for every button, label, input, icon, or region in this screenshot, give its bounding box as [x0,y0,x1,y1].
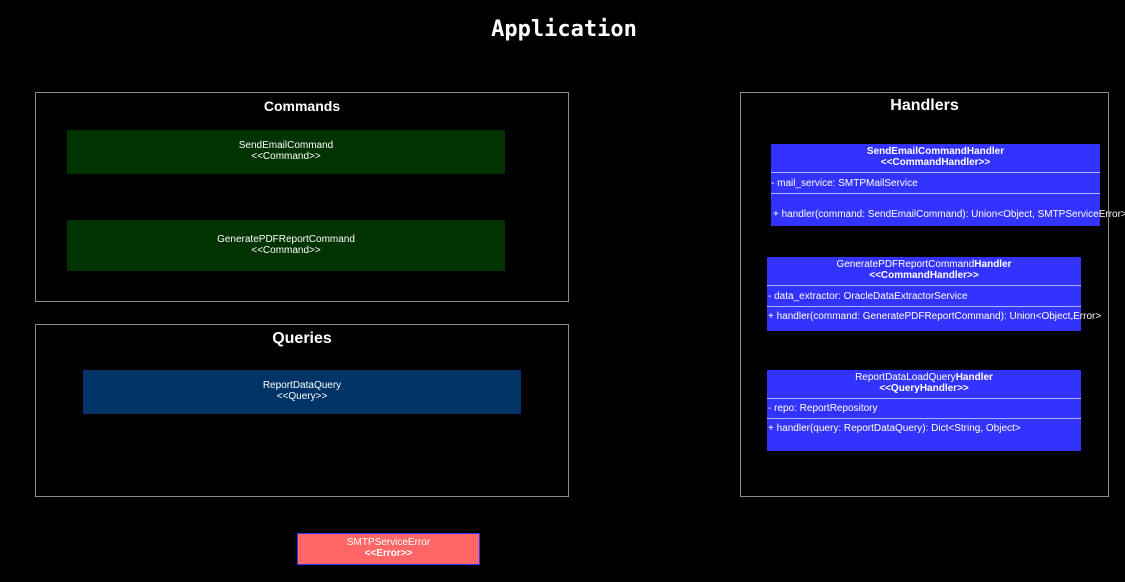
class-divider [767,285,1081,286]
report-data-query-stereotype: <<Query>> [276,391,328,402]
report-data-load-query-handler-method: + handler(query: ReportDataQuery): Dict<… [768,423,1021,434]
generate-pdf-report-command-handler-attribute: - data_extractor: OracleDataExtractorSer… [768,291,968,302]
queries-package-label: Queries [272,330,332,347]
commands-package: Commands [35,92,569,302]
send-email-command-name: SendEmailCommand [238,140,334,151]
send-email-command-stereotype: <<Command>> [251,151,321,162]
smtp-service-error-name: SMTPServiceError [346,537,431,548]
generate-pdf-report-command-handler-class: GeneratePDFReportCommandHandler <<Comman… [767,257,1102,331]
class-divider [767,306,1081,307]
report-data-load-query-handler-attribute: - repo: ReportRepository [768,403,878,414]
commands-package-label: Commands [263,98,341,114]
class-divider [767,398,1081,399]
smtp-service-error-stereotype: <<Error>> [364,548,413,559]
queries-package: Queries [35,324,569,497]
generate-pdf-report-command-stereotype: <<Command>> [251,245,321,256]
class-divider [771,172,1100,173]
report-data-load-query-handler-class: ReportDataLoadQueryHandler <<QueryHandle… [767,370,1081,451]
generate-pdf-report-command-box: GeneratePDFReportCommand <<Command>> [67,220,505,271]
send-email-command-handler-class: SendEmailCommandHandler <<CommandHandler… [771,144,1125,226]
send-email-command-handler-method: + handler(command: SendEmailCommand): Un… [773,209,1125,220]
smtp-service-error-box: SMTPServiceError <<Error>> [297,533,480,565]
diagram-title: Application [491,17,637,42]
handlers-package: Handlers [740,92,1109,497]
class-divider [771,193,1100,194]
generate-pdf-report-command-handler-stereotype: <<CommandHandler>> [869,270,979,281]
class-divider [767,418,1081,419]
send-email-command-handler-stereotype: <<CommandHandler>> [880,157,991,168]
report-data-query-box: ReportDataQuery <<Query>> [83,370,521,414]
send-email-command-box: SendEmailCommand <<Command>> [67,130,505,174]
send-email-command-handler-attribute: - mail_service: SMTPMailService [771,178,918,189]
generate-pdf-report-command-handler-name: GeneratePDFReportCommandHandler [836,259,1012,270]
report-data-load-query-handler-stereotype: <<QueryHandler>> [879,383,969,394]
handlers-package-label: Handlers [890,97,959,114]
generate-pdf-report-command-handler-method: + handler(command: GeneratePDFReportComm… [768,311,1102,322]
report-data-load-query-handler-name: ReportDataLoadQueryHandler [855,372,993,383]
send-email-command-handler-name: SendEmailCommandHandler [866,146,1005,157]
generate-pdf-report-command-name: GeneratePDFReportCommand [217,234,355,245]
report-data-query-name: ReportDataQuery [262,380,342,391]
